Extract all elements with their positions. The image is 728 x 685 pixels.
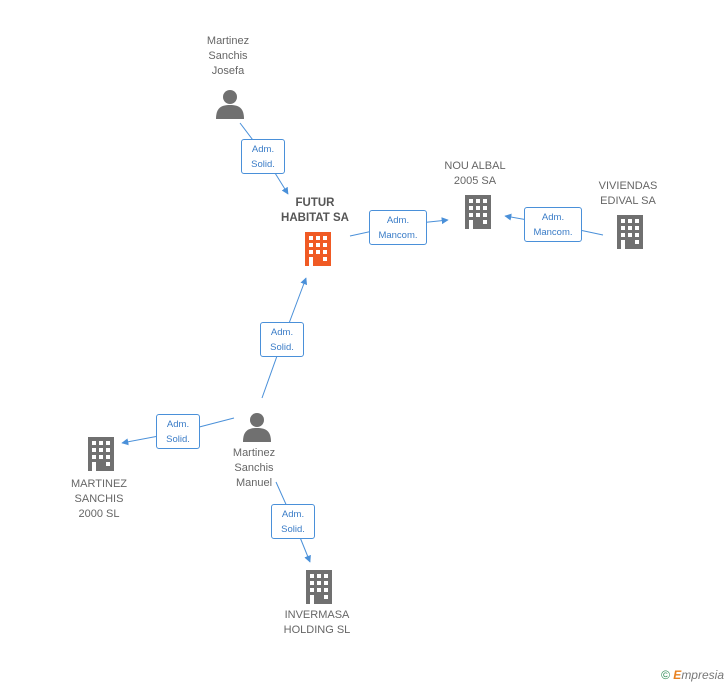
relation-box-viviendas-nou: Adm. Mancom. [524, 207, 582, 242]
brand-logo-text: mpresia [681, 668, 724, 682]
relation-type: Adm. [251, 144, 275, 155]
relation-type: Adm. [166, 419, 190, 430]
relation-box-manuel-2000: Adm. Solid. [156, 414, 200, 449]
relation-mode: Solid. [281, 524, 305, 535]
building-icon-futur-habitat[interactable] [305, 232, 331, 266]
relation-mode: Mancom. [378, 230, 418, 241]
relation-mode: Mancom. [533, 227, 573, 238]
relation-box-josefa-futur: Adm. Solid. [241, 139, 285, 174]
building-icon-martinez-2000[interactable] [88, 437, 114, 471]
brand-logo-initial: E [673, 668, 682, 682]
person-icon-josefa[interactable] [216, 90, 244, 119]
person-icon-manuel[interactable] [243, 413, 271, 442]
relation-box-futur-nou: Adm. Mancom. [369, 210, 427, 245]
node-label-martinez-josefa[interactable]: Martinez Sanchis Josefa [206, 35, 250, 77]
relation-type: Adm. [541, 212, 565, 223]
relation-mode: Solid. [251, 159, 275, 170]
relation-type: Adm. [281, 509, 305, 520]
relation-mode: Solid. [166, 434, 190, 445]
edges [121, 122, 604, 563]
node-label-martinez-2000[interactable]: MARTINEZ SANCHIS 2000 SL [70, 478, 128, 520]
building-icon-invermasa[interactable] [306, 570, 332, 604]
footer-credit[interactable]: © Empresia [661, 668, 724, 682]
relation-type: Adm. [386, 215, 410, 226]
node-label-viviendas-edival[interactable]: VIVIENDAS EDIVAL SA [598, 180, 658, 207]
relation-box-manuel-invermasa: Adm. Solid. [271, 504, 315, 539]
building-icon-viviendas-edival[interactable] [617, 215, 643, 249]
node-label-invermasa[interactable]: INVERMASA HOLDING SL [283, 609, 351, 636]
building-icon-nou-albal[interactable] [465, 195, 491, 229]
node-label-nou-albal[interactable]: NOU ALBAL 2005 SA [444, 160, 506, 187]
node-label-futur-habitat[interactable]: FUTUR HABITAT SA [281, 197, 349, 224]
relation-box-manuel-futur: Adm. Solid. [260, 322, 304, 357]
relation-type: Adm. [270, 327, 294, 338]
node-label-martinez-manuel[interactable]: Martinez Sanchis Manuel [232, 447, 276, 489]
relation-mode: Solid. [270, 342, 294, 353]
copyright-symbol: © [661, 668, 670, 682]
